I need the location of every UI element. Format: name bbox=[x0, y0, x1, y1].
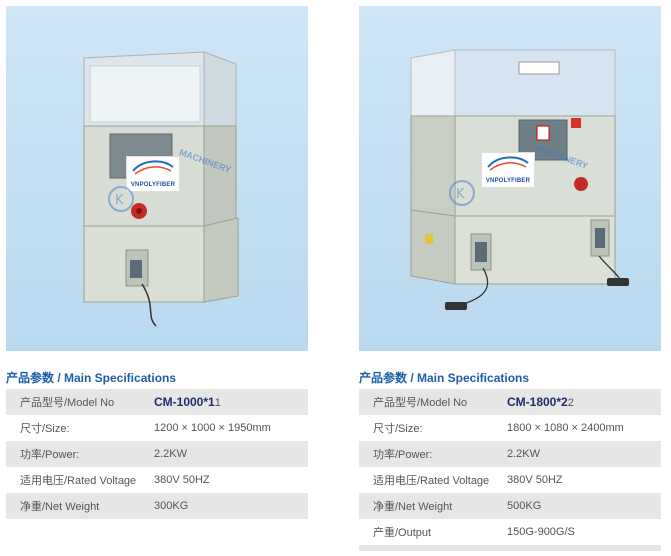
left-brand-logo: VNPOLYFIBER bbox=[126, 156, 180, 192]
spec-value: 2.2KW bbox=[154, 448, 188, 460]
spec-value: 1200 × 1000 × 1950mm bbox=[154, 422, 271, 434]
spec-value: 300KG bbox=[154, 500, 189, 512]
spec-row: 功率/Power: 2.2KW bbox=[6, 441, 308, 467]
spec-key: 尺寸/Size: bbox=[20, 423, 70, 435]
model-suffix: 1 bbox=[214, 397, 221, 409]
spec-key: 净重/Net Weight bbox=[373, 501, 453, 513]
right-spec-table: 产品型号/Model No CM-1800*22 尺寸/Size: 1800 ×… bbox=[359, 389, 661, 545]
spec-value-model: CM-1800*22 bbox=[507, 395, 574, 409]
model-number: CM-1800*2 bbox=[507, 395, 568, 409]
left-watermark-seal-icon: K bbox=[108, 186, 134, 212]
model-suffix: 2 bbox=[567, 397, 574, 409]
spec-row: 产品型号/Model No CM-1000*11 bbox=[6, 389, 308, 415]
svg-text:K: K bbox=[115, 193, 124, 208]
spec-key: 产重/Output bbox=[373, 527, 432, 539]
spec-row: 尺寸/Size: 1800 × 1080 × 2400mm bbox=[359, 415, 661, 441]
left-brand-name: VNPOLYFIBER bbox=[130, 182, 176, 188]
spec-key: 功率/Power: bbox=[373, 449, 433, 461]
spec-value: 380V 50HZ bbox=[154, 474, 210, 486]
spec-row: 功率/Power: 2.2KW bbox=[359, 441, 661, 467]
spec-value: 380V 50HZ bbox=[507, 474, 563, 486]
right-machine-illustration bbox=[410, 49, 629, 310]
spec-key: 适用电压/Rated Voltage bbox=[373, 475, 490, 487]
spec-row: 产品型号/Model No CM-1800*22 bbox=[359, 389, 661, 415]
left-logo-swoosh-icon bbox=[132, 160, 174, 175]
right-logo-swoosh-icon bbox=[487, 156, 529, 171]
spec-row: 净重/Net Weight 300KG bbox=[6, 493, 308, 519]
spec-row: 净重/Net Weight 500KG bbox=[359, 493, 661, 519]
right-spec-heading: 产品参数 / Main Specifications bbox=[359, 371, 530, 385]
spec-value: 150G-900G/S bbox=[507, 526, 575, 538]
right-watermark-seal-icon: K bbox=[449, 180, 475, 206]
spec-row: 产重/Output 150G-900G/S bbox=[359, 519, 661, 545]
spec-value-model: CM-1000*11 bbox=[154, 395, 221, 409]
spec-value: 1800 × 1080 × 2400mm bbox=[507, 422, 624, 434]
svg-text:K: K bbox=[456, 187, 465, 202]
spec-row: 适用电压/Rated Voltage 380V 50HZ bbox=[359, 467, 661, 493]
right-table-footer-bar bbox=[359, 545, 661, 551]
spec-row: 尺寸/Size: 1200 × 1000 × 1950mm bbox=[6, 415, 308, 441]
spec-value: 500KG bbox=[507, 500, 542, 512]
spec-row: 适用电压/Rated Voltage 380V 50HZ bbox=[6, 467, 308, 493]
spec-key: 净重/Net Weight bbox=[20, 501, 100, 513]
left-spec-table: 产品型号/Model No CM-1000*11 尺寸/Size: 1200 ×… bbox=[6, 389, 308, 519]
left-spec-heading: 产品参数 / Main Specifications bbox=[6, 371, 177, 385]
left-product-photo: VNPOLYFIBER MACHINERY K bbox=[6, 6, 308, 351]
right-brand-name: VNPOLYFIBER bbox=[485, 178, 531, 184]
right-product-photo: VNPOLYFIBER MACHINERY K bbox=[359, 6, 661, 351]
spec-key: 适用电压/Rated Voltage bbox=[20, 475, 137, 487]
spec-key: 产品型号/Model No bbox=[20, 397, 115, 409]
spec-key: 尺寸/Size: bbox=[373, 423, 423, 435]
spec-key: 功率/Power: bbox=[20, 449, 80, 461]
spec-value: 2.2KW bbox=[507, 448, 541, 460]
spec-key: 产品型号/Model No bbox=[373, 397, 468, 409]
model-number: CM-1000*1 bbox=[154, 395, 215, 409]
right-brand-logo: VNPOLYFIBER bbox=[481, 152, 535, 188]
left-machine-illustration bbox=[83, 51, 239, 327]
